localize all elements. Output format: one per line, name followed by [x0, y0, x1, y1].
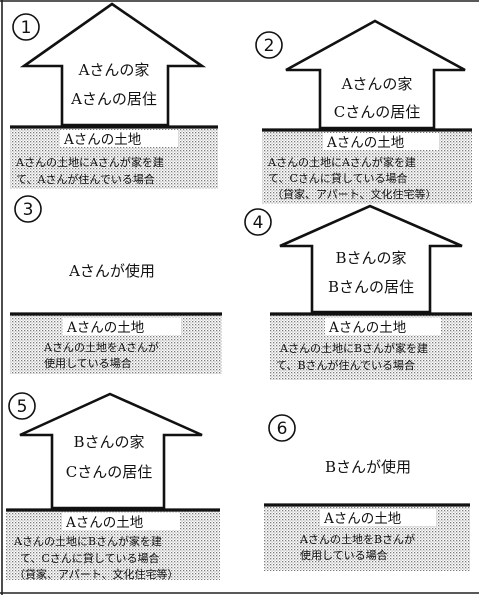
resident-label: Aさんの居住 — [70, 90, 157, 108]
case-6: 6 Bさんが使用 Aさんの土地 Aさんの土地をBさんが 使用している場合 — [264, 414, 470, 571]
case-description-line: て、Cさんに貸している場合 — [20, 551, 160, 565]
case-1: 1 Aさんの家 Aさんの居住 Aさんの土地 Aさんの土地にAさんが家を建 て、A… — [10, 2, 218, 189]
case-description-line: 使用している場合 — [44, 356, 132, 370]
land-owner-label: Aさんの土地 — [328, 320, 407, 336]
case-5: 5 Bさんの家 Cさんの居住 Aさんの土地 Aさんの土地にBさんが家を建 て、C… — [6, 392, 220, 581]
house-shape — [19, 2, 207, 127]
case-number-badge: 6 — [268, 414, 296, 442]
house-owner-label: Bさんの家 — [335, 249, 406, 267]
case-description-line: Aさんの土地にAさんが家を建 — [15, 155, 164, 169]
case-number: 1 — [21, 18, 32, 38]
case-number-badge: 3 — [14, 195, 42, 223]
case-description-line: 使用している場合 — [300, 548, 388, 562]
case-number: 4 — [253, 213, 264, 233]
house-shape — [279, 204, 463, 314]
case-3: 3 Aさんが使用 Aさんの土地 Aさんの土地をAさんが 使用している場合 — [10, 195, 222, 374]
case-description-line: て、Aさんが住んでいる場合 — [16, 172, 155, 186]
case-number-badge: 1 — [12, 13, 40, 41]
usage-label: Bさんが使用 — [325, 458, 411, 476]
land-owner-label: Aさんの土地 — [326, 135, 405, 151]
case-number: 5 — [17, 397, 28, 417]
case-description-line: Aさんの土地をBさんが — [299, 532, 415, 546]
house-owner-label: Bさんの家 — [73, 433, 144, 451]
land-owner-label: Aさんの土地 — [65, 515, 144, 531]
house-shape — [285, 19, 466, 130]
land-owner-label: Aさんの土地 — [63, 132, 142, 148]
case-description-line: て、Cさんに貸している場合 — [268, 171, 408, 185]
case-description-line: （貸家、アパート、文化住宅等） — [272, 187, 437, 201]
house-shape — [19, 392, 203, 510]
case-description-line: Aさんの土地にBさんが家を建 — [13, 534, 162, 548]
case-4: 4 Bさんの家 Bさんの居住 Aさんの土地 Aさんの土地にBさんが家を建 て、B… — [244, 204, 472, 380]
land-owner-label: Aさんの土地 — [66, 320, 145, 336]
case-description-line: Aさんの土地をAさんが — [43, 340, 159, 354]
usage-label: Aさんが使用 — [68, 262, 155, 280]
resident-label: Cさんの居住 — [334, 103, 420, 121]
case-number: 6 — [277, 419, 288, 439]
case-number-badge: 2 — [255, 31, 283, 59]
case-description-line: （貸家、アパート、文化住宅等） — [14, 567, 179, 581]
case-2: 2 Aさんの家 Cさんの居住 Aさんの土地 Aさんの土地にAさんが家を建 て、C… — [255, 19, 472, 204]
case-number: 2 — [264, 36, 275, 56]
case-description-line: Aさんの土地にBさんが家を建 — [279, 341, 428, 355]
case-description-line: て、Bさんが住んでいる場合 — [276, 358, 415, 372]
resident-label: Bさんの居住 — [328, 278, 414, 296]
house-owner-label: Aさんの家 — [78, 61, 150, 79]
land-owner-label: Aさんの土地 — [323, 511, 402, 527]
house-owner-label: Aさんの家 — [341, 75, 413, 93]
case-description-line: Aさんの土地にAさんが家を建 — [267, 155, 416, 169]
case-number-badge: 5 — [8, 392, 36, 420]
case-number-badge: 4 — [244, 208, 272, 236]
resident-label: Cさんの居住 — [66, 463, 152, 481]
case-number: 3 — [23, 200, 34, 220]
